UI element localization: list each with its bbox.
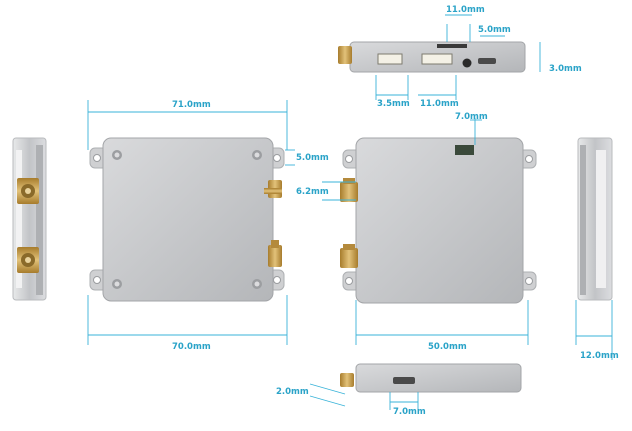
label-bottom-7: 7.0mm xyxy=(393,407,426,417)
label-back-width: 71.0mm xyxy=(172,100,211,110)
label-top-5: 5.0mm xyxy=(478,25,511,35)
sma-connector-front-lower xyxy=(340,244,358,268)
label-bottom-2: 2.0mm xyxy=(276,387,309,397)
front-view xyxy=(340,137,537,304)
sma-connector-bottom xyxy=(17,247,39,273)
sma-connector-top xyxy=(17,178,39,204)
label-top-11-b: 11.0mm xyxy=(420,99,459,109)
left-side-view xyxy=(12,137,47,301)
jack-socket xyxy=(462,58,472,68)
label-back-70: 70.0mm xyxy=(172,342,211,352)
jst-connector-small xyxy=(377,53,403,65)
label-top-11: 11.0mm xyxy=(446,5,485,15)
label-top-3: 3.0mm xyxy=(549,64,582,74)
label-front-6-2: 6.2mm xyxy=(296,187,329,197)
label-back-5: 5.0mm xyxy=(296,153,329,163)
label-side-12: 12.0mm xyxy=(580,351,619,361)
top-connector-view xyxy=(338,41,526,73)
jst-connector-large xyxy=(421,53,453,65)
sma-connector-upper xyxy=(264,180,282,198)
label-top-3-5: 3.5mm xyxy=(377,99,410,109)
dimension-lines xyxy=(87,14,613,410)
bottom-usb-view xyxy=(340,363,522,393)
back-view xyxy=(89,137,285,302)
led-window xyxy=(455,145,474,155)
sma-connector-front-upper xyxy=(340,178,358,202)
right-side-view xyxy=(577,137,613,301)
label-front-7: 7.0mm xyxy=(455,112,488,122)
sma-connector-lower xyxy=(268,240,282,267)
label-front-50: 50.0mm xyxy=(428,342,467,352)
usb-port xyxy=(478,58,496,64)
usb-port-bottom xyxy=(393,377,415,384)
